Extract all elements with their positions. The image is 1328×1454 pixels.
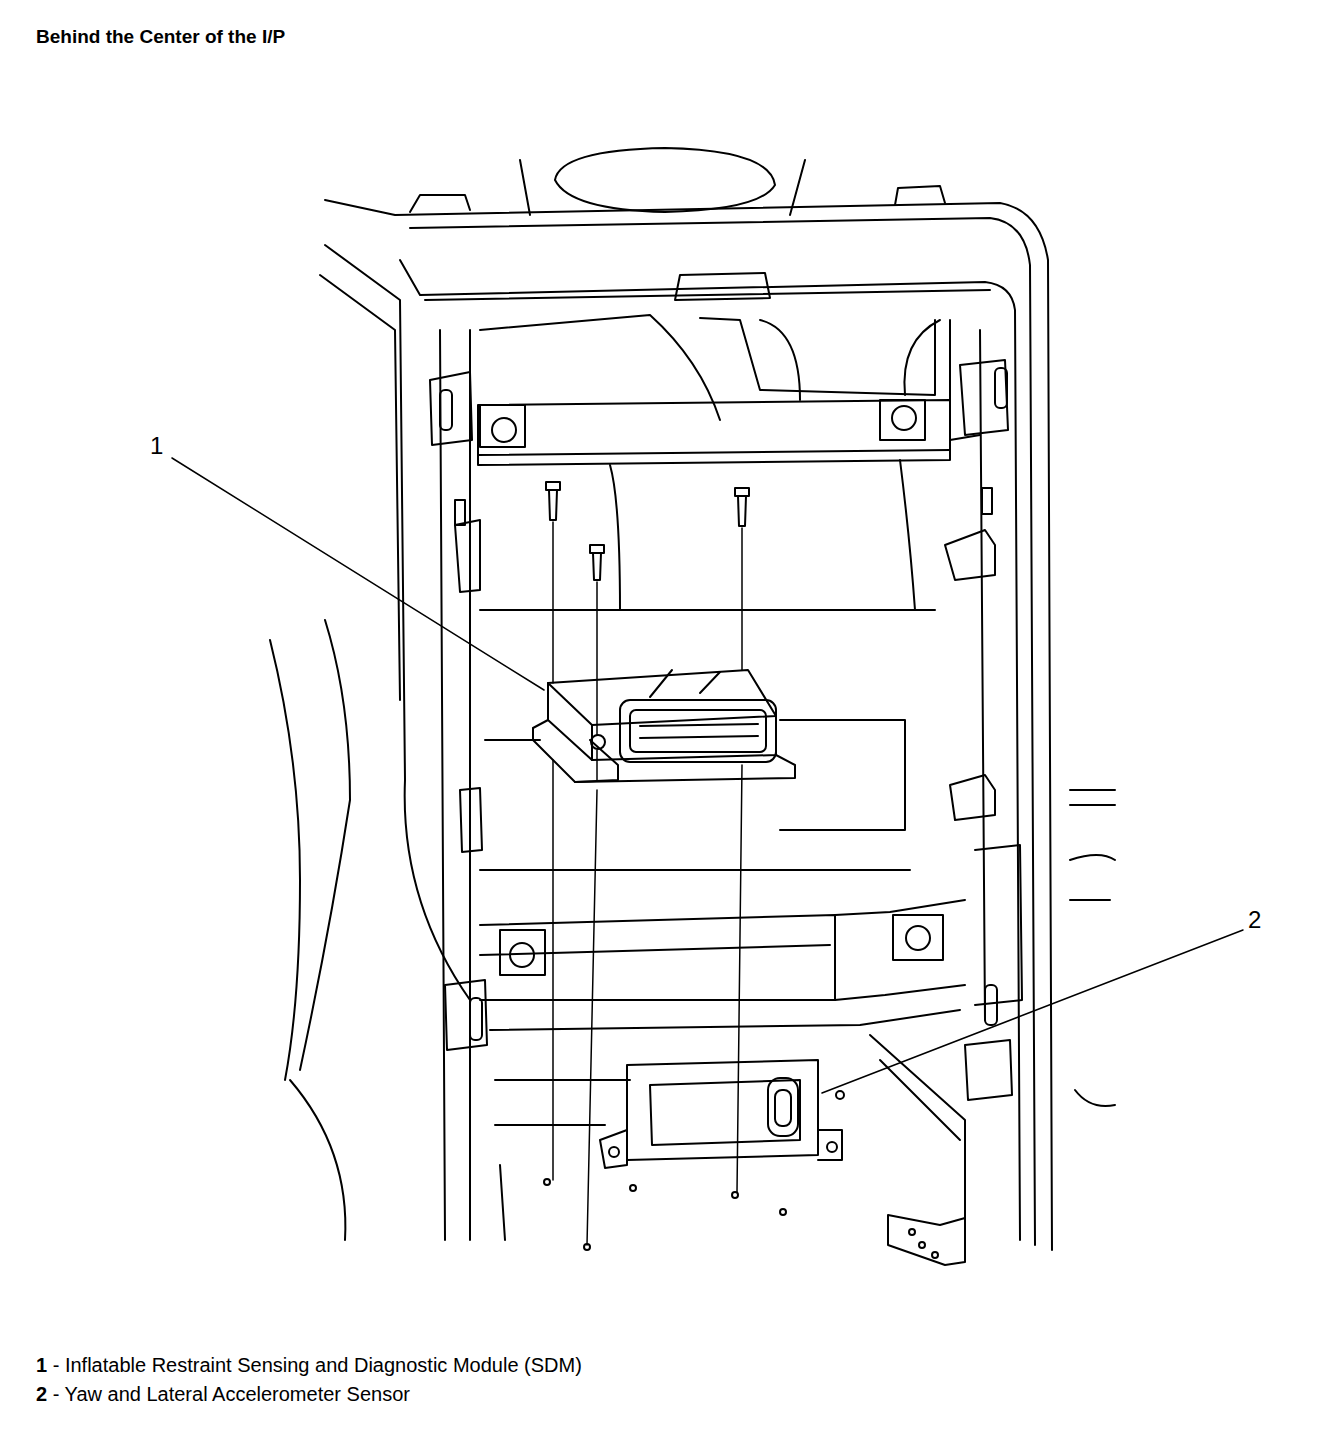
key-entry: 2 - Yaw and Lateral Accelerometer Sensor [36,1383,410,1406]
callout-number: 2 [1246,906,1263,934]
callout-number: 1 [148,432,165,460]
page-title: Behind the Center of the I/P [36,26,285,48]
key-entry: 1 - Inflatable Restraint Sensing and Dia… [36,1354,582,1377]
